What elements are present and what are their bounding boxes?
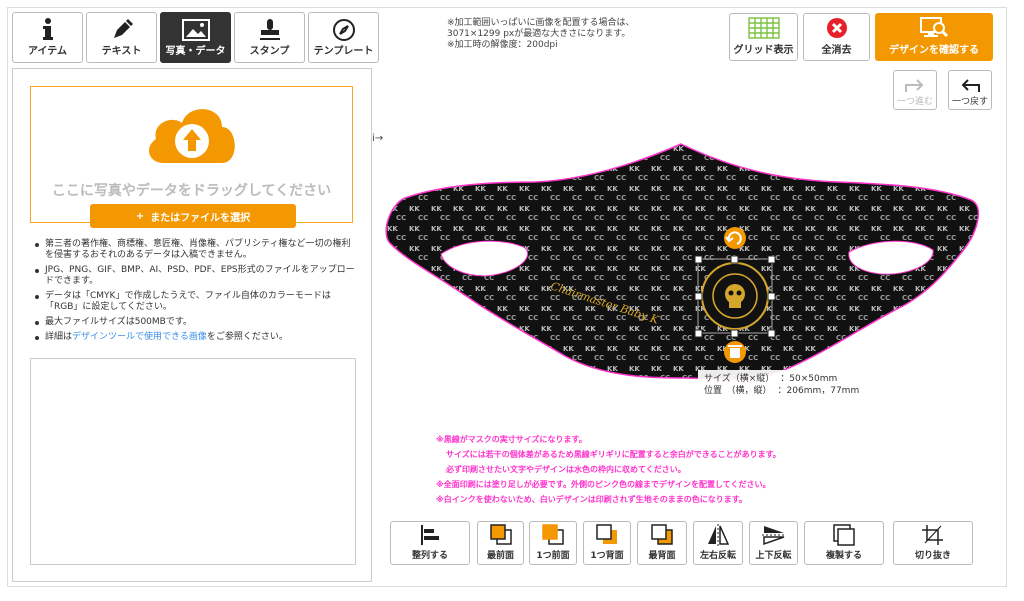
stamp-icon: [258, 13, 282, 46]
trash-icon[interactable]: [724, 341, 746, 363]
redo-icon: [905, 79, 924, 92]
size-position-info: サイズ（横×縦） ：50×50mm 位置 （横，縦） ：206mm，77mm: [698, 370, 888, 404]
size-label: サイズ（横×縦）: [704, 374, 775, 384]
size-value: ：50×50mm: [780, 374, 838, 384]
monitor-search-icon: [919, 14, 949, 41]
tab-stamp[interactable]: スタンプ: [234, 12, 305, 63]
undo-icon: [961, 79, 980, 92]
upload-panel: ここに写真やデータをドラッグしてください + またはファイルを選択 第三者の著作…: [12, 68, 372, 582]
send-backward-icon: [595, 522, 619, 548]
undo-button[interactable]: 一つ戻す: [948, 70, 992, 110]
close-circle-icon: [826, 14, 848, 41]
tool-tabs: アイテム テキスト 写真・データ スタンプ テンプレート: [12, 12, 379, 63]
note-prefix: 詳細は: [45, 332, 73, 342]
note-item: データは「CMYK」で作成したうえで、ファイル自体のカラーモードは「RGB」に設…: [35, 291, 355, 313]
flip-horizontal-label: 左右反転: [699, 551, 736, 561]
note-item: 第三者の著作権、商標権、意匠権、肖像権、パブリシティ権など一切の権利を侵害するお…: [35, 239, 355, 261]
image-guide-link[interactable]: デザインツールで使用できる画像: [72, 332, 207, 342]
undo-label: 一つ戻す: [951, 97, 988, 107]
clear-all-button[interactable]: 全消去: [803, 13, 870, 61]
tab-template[interactable]: テンプレート: [308, 12, 379, 63]
grid-button[interactable]: グリッド表示: [729, 13, 798, 61]
send-back-label: 最背面: [648, 551, 676, 561]
send-backward-label: 1つ背面: [590, 551, 624, 561]
align-icon: [419, 522, 441, 548]
warning-line: ※黒線がマスクの実寸サイズになります。: [436, 435, 587, 444]
tab-label: アイテム: [28, 46, 67, 57]
warning-line: ※全面印刷には塗り足しが必要です。外側のピンク色の線までデザインを配置してくださ…: [436, 480, 771, 489]
crop-button[interactable]: 切り抜き: [893, 521, 973, 565]
bring-front-icon: [489, 522, 513, 548]
upload-notes: 第三者の著作権、商標権、意匠権、肖像権、パブリシティ権など一切の権利を侵害するお…: [35, 239, 355, 347]
mask-shape: [385, 143, 980, 380]
duplicate-icon: [832, 522, 856, 548]
warning-line: ※白インクを使わないため、白いデザインは印刷されず生地そのままの色になります。: [436, 495, 747, 504]
flip-horizontal-icon: [706, 522, 730, 548]
redo-label: 一つ進む: [896, 97, 933, 107]
grid-label: グリッド表示: [733, 45, 794, 56]
flip-vertical-button[interactable]: 上下反転: [749, 521, 798, 565]
tab-text[interactable]: テキスト: [86, 12, 157, 63]
bring-forward-label: 1つ前面: [536, 551, 570, 561]
info-line: ※加工範囲いっぱいに画像を配置する場合は、: [447, 18, 635, 28]
align-label: 整列する: [411, 551, 448, 561]
info-line: 3071×1299 pxが最適な大きさになります。: [447, 29, 631, 39]
note-item: 最大ファイルサイズは500MBです。: [35, 317, 355, 328]
tab-item[interactable]: アイテム: [12, 12, 83, 63]
drop-zone[interactable]: ここに写真やデータをドラッグしてください + またはファイルを選択: [30, 86, 353, 228]
info-icon: [37, 13, 59, 46]
warning-line: サイズには若干の個体差があるため黒線ギリギリに配置すると余白ができることがありま…: [446, 450, 781, 459]
send-backward-button[interactable]: 1つ背面: [583, 521, 631, 565]
tab-label: テンプレート: [313, 46, 374, 57]
selected-emblem[interactable]: [694, 255, 776, 338]
compass-icon: [332, 13, 356, 46]
align-button[interactable]: 整列する: [390, 521, 470, 565]
app-frame: [7, 7, 1007, 587]
arrow-hint: i→: [372, 133, 384, 144]
flip-horizontal-button[interactable]: 左右反転: [693, 521, 743, 565]
flip-vertical-icon: [761, 522, 786, 548]
print-warnings: ※黒線がマスクの実寸サイズになります。 サイズには若干の個体差があるため黒線ギリ…: [436, 432, 781, 507]
note-item: JPG、PNG、GIF、BMP、AI、PSD、PDF、EPS形式のファイルをアッ…: [35, 265, 355, 287]
plus-icon: +: [135, 210, 145, 222]
position-label: 位置 （横，縦）: [704, 386, 772, 396]
tab-label: テキスト: [101, 46, 142, 57]
grid-icon: [747, 14, 780, 41]
warning-line: 必ず印刷させたい文字やデザインは水色の枠内に収めてください。: [446, 465, 686, 474]
duplicate-button[interactable]: 複製する: [804, 521, 884, 565]
bring-front-button[interactable]: 最前面: [477, 521, 524, 565]
crop-label: 切り抜き: [914, 551, 951, 561]
clear-all-label: 全消去: [821, 45, 852, 56]
select-file-button[interactable]: + またはファイルを選択: [90, 204, 296, 228]
crop-icon: [921, 522, 945, 548]
duplicate-label: 複製する: [825, 551, 862, 561]
bring-forward-icon: [541, 522, 565, 548]
info-line: ※加工時の解像度：200dpi: [447, 40, 558, 50]
confirm-design-button[interactable]: デザインを確認する: [875, 13, 993, 61]
mask-eyehole-left: [440, 240, 528, 277]
select-file-label: またはファイルを選択: [150, 212, 251, 224]
cloud-upload-icon: [149, 109, 235, 163]
tab-photo-data[interactable]: 写真・データ: [160, 12, 231, 63]
bring-front-label: 最前面: [486, 551, 514, 561]
bring-forward-button[interactable]: 1つ前面: [529, 521, 577, 565]
send-back-button[interactable]: 最背面: [637, 521, 687, 565]
mask-canvas[interactable]: KK CC Chairmaster Baby K: [385, 142, 983, 398]
rotate-handle-icon[interactable]: [724, 227, 746, 249]
confirm-design-label: デザインを確認する: [889, 45, 979, 56]
image-icon: [181, 13, 210, 46]
uploaded-images-list[interactable]: [30, 358, 356, 565]
mask-eyehole-right: [848, 240, 934, 275]
pen-icon: [110, 13, 134, 46]
redo-button[interactable]: 一つ進む: [893, 70, 937, 110]
note-suffix: をご参照ください。: [206, 332, 288, 342]
position-value: ：206mm，77mm: [777, 386, 860, 396]
tab-label: スタンプ: [249, 46, 290, 57]
resolution-info: ※加工範囲いっぱいに画像を配置する場合は、 3071×1299 pxが最適な大き…: [447, 18, 635, 51]
drag-text: ここに写真やデータをドラッグしてください: [51, 183, 332, 199]
flip-vertical-label: 上下反転: [755, 551, 792, 561]
send-back-icon: [650, 522, 674, 548]
tab-label: 写真・データ: [165, 46, 226, 57]
note-item-detail: 詳細はデザインツールで使用できる画像をご参照ください。: [35, 332, 355, 343]
